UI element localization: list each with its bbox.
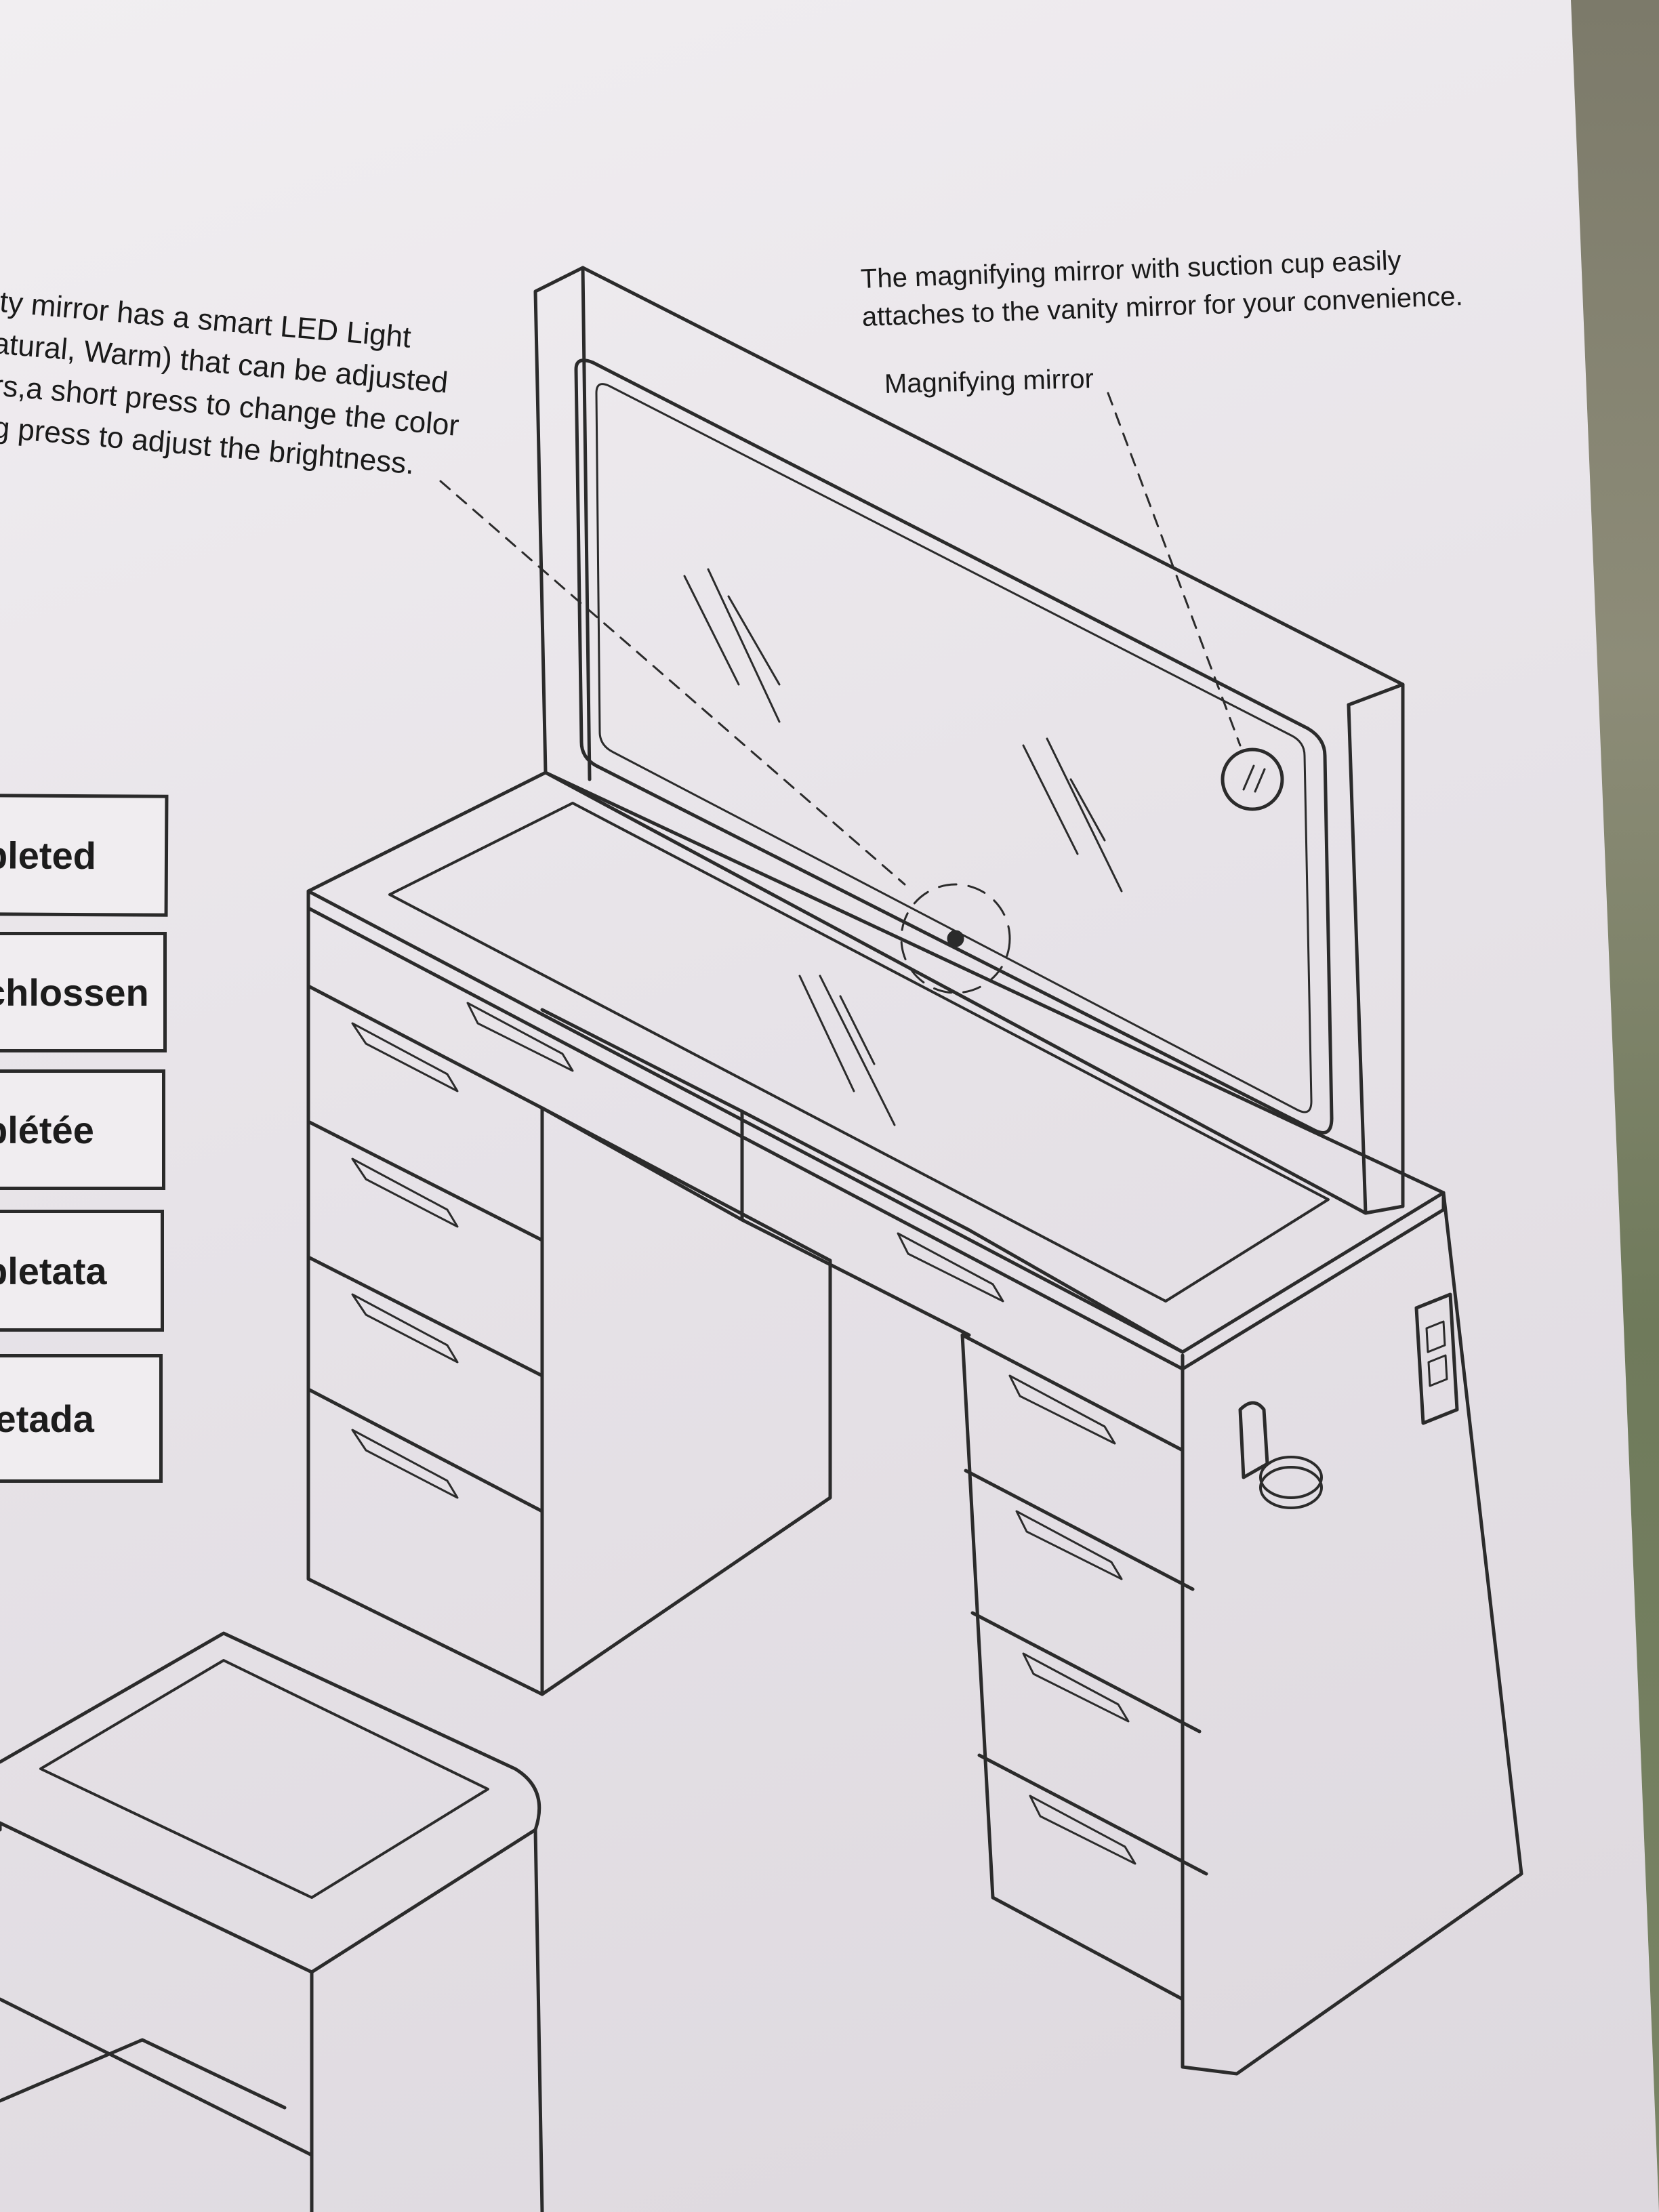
led-touch-button <box>947 930 964 947</box>
language-label-box: pletata <box>0 1210 164 1332</box>
hair-dryer-holder <box>1238 1401 1269 1479</box>
language-label-box: pleted <box>0 794 169 917</box>
language-label-box: letada <box>0 1354 163 1483</box>
mirror-glass <box>574 359 1334 1134</box>
language-label-box: chlossen <box>0 932 167 1052</box>
language-label-box: plétée <box>0 1069 165 1190</box>
power-outlet <box>1414 1292 1459 1425</box>
language-label: chlossen <box>0 970 149 1014</box>
language-label: pletata <box>0 1249 107 1292</box>
language-label: letada <box>0 1397 94 1440</box>
language-label: plétée <box>0 1108 94 1151</box>
magnifier-label: Magnifying mirror <box>884 363 1094 399</box>
magnifying-mirror <box>1221 747 1284 811</box>
language-label: pleted <box>0 833 97 877</box>
